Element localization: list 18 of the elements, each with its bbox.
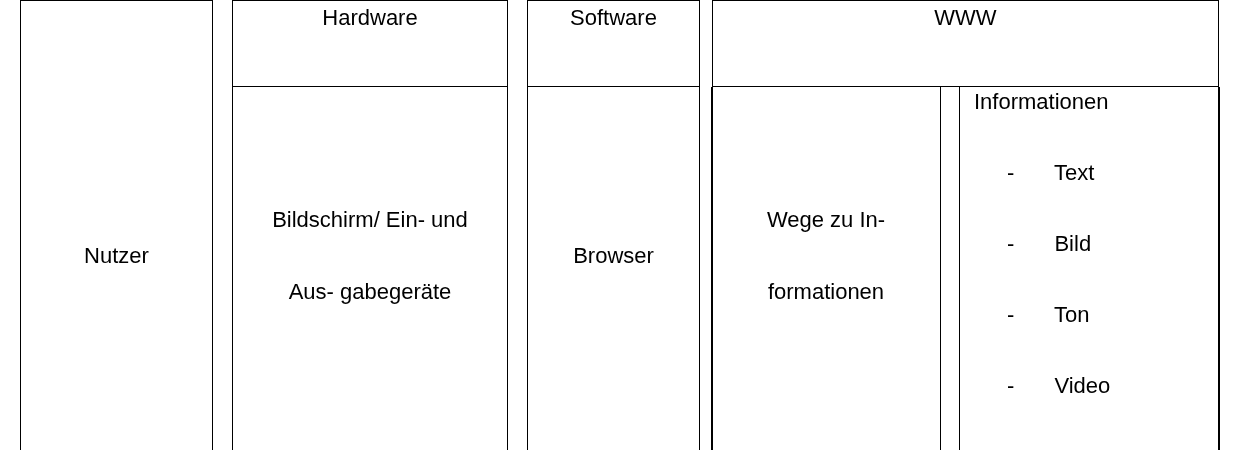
table-column [527, 0, 700, 450]
column-header: WWW [713, 1, 1218, 87]
column-header: Software [528, 1, 699, 87]
list-item: - Video [1007, 373, 1111, 399]
cell-text: Bildschirm/ Ein- und Aus- gabegeräte [271, 206, 469, 306]
cell-text: Nutzer [83, 242, 150, 270]
list-item: - Bild [1007, 231, 1092, 257]
list-item: - Text [1007, 160, 1095, 186]
table-column [232, 0, 508, 450]
table-column [20, 0, 213, 450]
table-column [959, 87, 1220, 450]
list-item: - Ton [1007, 302, 1090, 328]
column-header: Hardware [233, 1, 507, 87]
cell-text: Browser [572, 242, 655, 270]
table-column [711, 87, 941, 450]
group-box [712, 0, 1219, 450]
list-heading: Informationen [974, 89, 1109, 115]
cell-text: Wege zu In- formationen [765, 206, 887, 306]
